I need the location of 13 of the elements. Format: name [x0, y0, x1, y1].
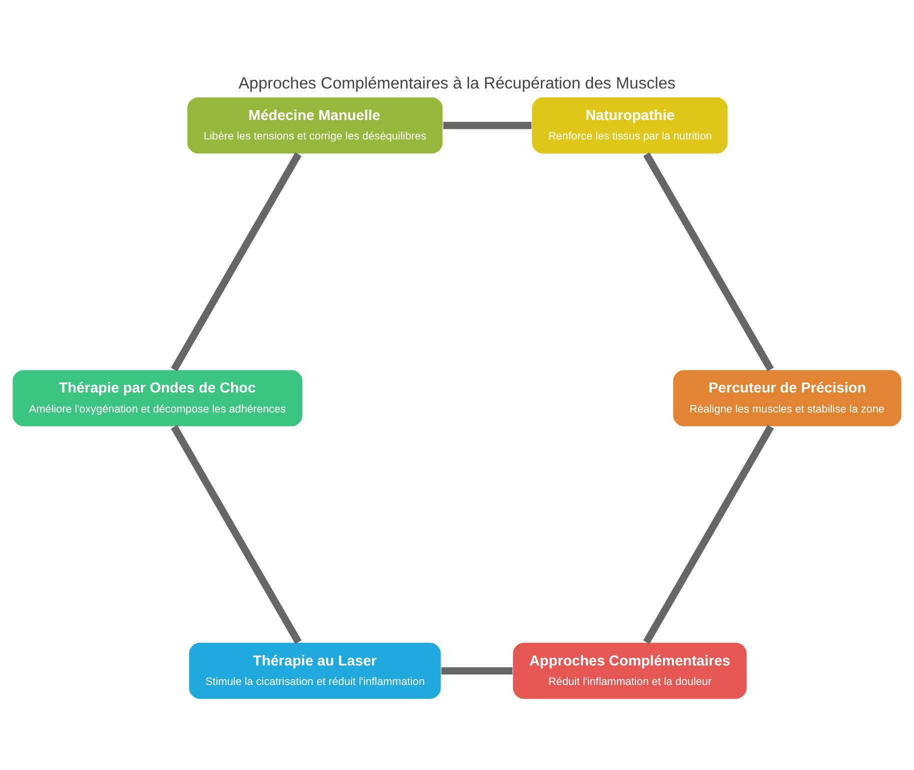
connector	[643, 424, 774, 644]
node-box: Naturopathie Renforce les tissus par la nutrition	[531, 96, 729, 154]
connector	[170, 152, 302, 371]
node-box: Médecine Manuelle Libère les tensions et corrige les déséquilibres	[186, 96, 444, 154]
node-box: Thérapie au Laser Stimule la cicatrisation et réduit l'inflammation	[188, 641, 442, 700]
connector	[441, 666, 513, 674]
diagram-title: Approches Complémentaires à la Récupération des Muscles	[238, 74, 676, 92]
connector	[170, 424, 302, 644]
connector	[643, 152, 774, 371]
connector	[443, 121, 532, 129]
node-box: Percuteur de Précision Réaligne les muscles et stabilise la zone	[672, 368, 902, 427]
node-box: Thérapie par Ondes de Choc Améliore l'oxygénation et décompose les adhérences	[12, 368, 304, 427]
node-box: Approches Complémentaires Réduit l'inflammation et la douleur	[512, 641, 748, 700]
